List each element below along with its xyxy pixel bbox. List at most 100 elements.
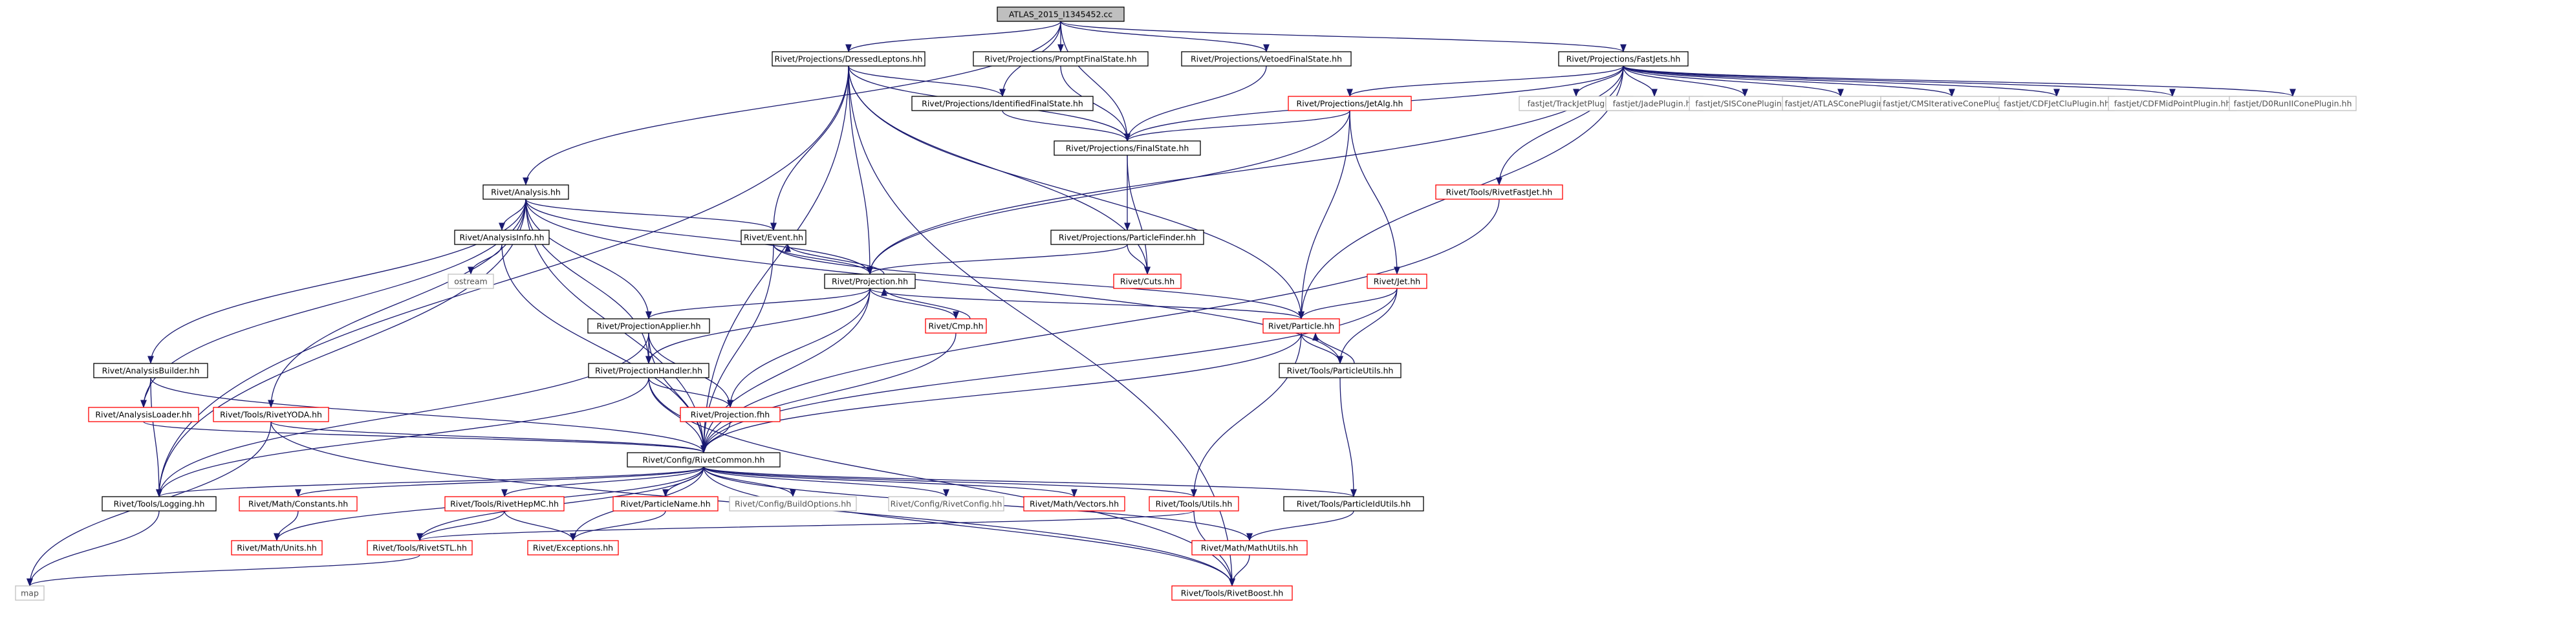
edge-projection-to-projfhh bbox=[730, 288, 871, 407]
edge-utils-to-rivetstl bbox=[420, 510, 1195, 541]
node-rivet-projectionapplier-hh[interactable]: Rivet/ProjectionApplier.hh bbox=[587, 318, 710, 334]
edge-jet-to-particleutils bbox=[1340, 288, 1398, 363]
node-rivet-tools-utils-hh[interactable]: Rivet/Tools/Utils.hh bbox=[1149, 496, 1239, 512]
node-box bbox=[1435, 184, 1563, 200]
node-label: Rivet/Tools/RivetFastJet.hh bbox=[1446, 188, 1553, 197]
edge-common-to-hepmc bbox=[504, 466, 704, 497]
node-rivet-tools-rivetstl-hh[interactable]: Rivet/Tools/RivetSTL.hh bbox=[367, 540, 473, 556]
edge-analysis-to-projhandler bbox=[525, 199, 649, 363]
edge-dressed-to-logging bbox=[159, 65, 849, 497]
node-rivet-projections-promptfinalstate-hh[interactable]: Rivet/Projections/PromptFinalState.hh bbox=[973, 51, 1149, 67]
edge-projhandler-to-logging bbox=[159, 377, 649, 497]
node-label: Rivet/Tools/Utils.hh bbox=[1156, 499, 1233, 509]
edge-hepmc-to-exceptions bbox=[504, 510, 573, 541]
node-box bbox=[454, 230, 550, 245]
node-rivet-projections-finalstate-hh[interactable]: Rivet/Projections/FinalState.hh bbox=[1054, 140, 1201, 156]
node-label: Rivet/Projections/VetoedFinalState.hh bbox=[1191, 54, 1342, 64]
node-rivet-cmp-hh[interactable]: Rivet/Cmp.hh bbox=[925, 318, 987, 334]
edge-analoader-to-common bbox=[143, 421, 704, 453]
edge-finalstate-to-cuts bbox=[1127, 155, 1147, 274]
edge-analysis-to-analysisinfo bbox=[502, 199, 526, 231]
node-box bbox=[527, 540, 619, 556]
node-box bbox=[680, 407, 781, 422]
node-rivet-tools-rivetyoda-hh[interactable]: Rivet/Tools/RivetYODA.hh bbox=[213, 407, 329, 422]
edge-promptfs-to-finalstate bbox=[1060, 65, 1127, 141]
edge-particle-to-particleutils bbox=[1301, 332, 1340, 364]
edge-projection-to-common bbox=[704, 288, 871, 453]
node-label: Rivet/Config/RivetConfig.hh bbox=[891, 499, 1002, 509]
node-rivet-config-rivetcommon-hh[interactable]: Rivet/Config/RivetCommon.hh bbox=[627, 452, 781, 468]
node-box bbox=[587, 318, 710, 334]
dependency-edges bbox=[30, 21, 2293, 587]
header-file-nodes: ATLAS_2015_I1345452.ccRivet/Projections/… bbox=[15, 6, 2357, 601]
edge-common-to-logging bbox=[159, 466, 704, 497]
node-box bbox=[1054, 140, 1201, 156]
node-label: Rivet/Projections/DressedLeptons.hh bbox=[775, 54, 923, 64]
edge-particle-to-common bbox=[704, 332, 1302, 453]
node-rivet-projection-fhh[interactable]: Rivet/Projection.fhh bbox=[680, 407, 781, 422]
node-rivet-tools-rivetboost-hh[interactable]: Rivet/Tools/RivetBoost.hh bbox=[1171, 585, 1293, 601]
node-label: Rivet/Math/Units.hh bbox=[237, 543, 317, 553]
edge-projhandler-to-projfhh bbox=[648, 377, 730, 408]
node-rivet-projections-fastjets-hh[interactable]: Rivet/Projections/FastJets.hh bbox=[1558, 51, 1689, 67]
node-rivet-math-units-hh[interactable]: Rivet/Math/Units.hh bbox=[231, 540, 323, 556]
node-rivet-projections-vetoedfinalstate-hh[interactable]: Rivet/Projections/VetoedFinalState.hh bbox=[1181, 51, 1352, 67]
node-rivet-projection-hh[interactable]: Rivet/Projection.hh bbox=[824, 274, 916, 289]
edge-root-to-fastjets bbox=[1060, 21, 1623, 52]
edge-common-to-utils bbox=[703, 466, 1194, 497]
node-rivet-tools-particleutils-hh[interactable]: Rivet/Tools/ParticleUtils.hh bbox=[1279, 363, 1402, 378]
node-rivet-math-mathutils-hh[interactable]: Rivet/Math/MathUtils.hh bbox=[1191, 540, 1308, 556]
edge-projhandler-to-common bbox=[648, 377, 704, 453]
node-rivet-tools-rivetfastjet-hh[interactable]: Rivet/Tools/RivetFastJet.hh bbox=[1435, 184, 1563, 200]
node-label: ostream bbox=[454, 277, 487, 286]
node-rivet-jet-hh[interactable]: Rivet/Jet.hh bbox=[1367, 274, 1427, 289]
node-rivet-analysisbuilder-hh[interactable]: Rivet/AnalysisBuilder.hh bbox=[93, 363, 208, 378]
node-label: Rivet/Cuts.hh bbox=[1120, 277, 1174, 286]
edge-analysisinfo-to-ostream bbox=[471, 244, 503, 275]
node-label: Rivet/ParticleName.hh bbox=[620, 499, 710, 509]
node-rivet-particle-hh[interactable]: Rivet/Particle.hh bbox=[1262, 318, 1340, 334]
node-label: fastjet/SISConePlugin.hh bbox=[1695, 99, 1794, 109]
edge-hepmc-to-rivetstl bbox=[420, 510, 505, 541]
node-rivet-projections-jetalg-hh[interactable]: Rivet/Projections/JetAlg.hh bbox=[1288, 96, 1412, 111]
node-rivet-particlename-hh[interactable]: Rivet/ParticleName.hh bbox=[612, 496, 719, 512]
edge-projection-to-projapplier bbox=[649, 288, 871, 319]
node-label: fastjet/TrackJetPlugin.hh bbox=[1528, 99, 1625, 109]
node-rivet-projections-dressedleptons-hh[interactable]: Rivet/Projections/DressedLeptons.hh bbox=[772, 51, 925, 67]
node-label: Rivet/Tools/ParticleUtils.hh bbox=[1287, 366, 1394, 376]
node-box bbox=[588, 363, 709, 378]
node-rivet-projectionhandler-hh[interactable]: Rivet/ProjectionHandler.hh bbox=[588, 363, 709, 378]
node-rivet-analysisloader-hh[interactable]: Rivet/AnalysisLoader.hh bbox=[88, 407, 199, 422]
node-rivet-projections-particlefinder-hh[interactable]: Rivet/Projections/ParticleFinder.hh bbox=[1050, 230, 1204, 245]
node-box bbox=[239, 496, 358, 512]
node-label: Rivet/Math/Vectors.hh bbox=[1030, 499, 1119, 509]
node-rivet-tools-particleidutils-hh[interactable]: Rivet/Tools/ParticleIdUtils.hh bbox=[1283, 496, 1424, 512]
node-box bbox=[925, 318, 987, 334]
node-rivet-math-constants-hh[interactable]: Rivet/Math/Constants.hh bbox=[239, 496, 358, 512]
node-rivet-exceptions-hh[interactable]: Rivet/Exceptions.hh bbox=[527, 540, 619, 556]
node-rivet-analysis-hh[interactable]: Rivet/Analysis.hh bbox=[482, 184, 569, 200]
node-label: ATLAS_2015_I1345452.cc bbox=[1009, 10, 1112, 19]
node-label: Rivet/AnalysisLoader.hh bbox=[95, 410, 191, 420]
edge-mathutils-to-boost bbox=[1232, 554, 1250, 587]
edge-fastjets-to-atlascone bbox=[1623, 65, 1841, 97]
node-rivet-event-hh[interactable]: Rivet/Event.hh bbox=[741, 230, 806, 245]
node-rivet-cuts-hh[interactable]: Rivet/Cuts.hh bbox=[1113, 274, 1182, 289]
edge-root-to-finalstate bbox=[1060, 21, 1127, 141]
node-box bbox=[1050, 230, 1204, 245]
edge-analysis-to-logging bbox=[159, 199, 526, 497]
edge-analysis-to-event bbox=[525, 199, 774, 231]
node-rivet-tools-logging-hh[interactable]: Rivet/Tools/Logging.hh bbox=[102, 496, 217, 512]
node-rivet-tools-rivethepmc-hh[interactable]: Rivet/Tools/RivetHepMC.hh bbox=[444, 496, 565, 512]
node-box bbox=[448, 274, 494, 289]
node-rivet-projections-identifiedfinalstate-hh[interactable]: Rivet/Projections/IdentifiedFinalState.h… bbox=[911, 96, 1094, 111]
node-box bbox=[772, 51, 925, 67]
edge-event-to-projection bbox=[773, 244, 870, 275]
edge-common-to-vectors bbox=[703, 466, 1074, 497]
edge-partfinder-to-cuts bbox=[1127, 244, 1147, 275]
edge-logging-to-map bbox=[30, 510, 160, 586]
node-rivet-analysisinfo-hh[interactable]: Rivet/AnalysisInfo.hh bbox=[454, 230, 550, 245]
node-label: Rivet/Analysis.hh bbox=[491, 188, 561, 197]
node-rivet-math-vectors-hh[interactable]: Rivet/Math/Vectors.hh bbox=[1023, 496, 1125, 512]
